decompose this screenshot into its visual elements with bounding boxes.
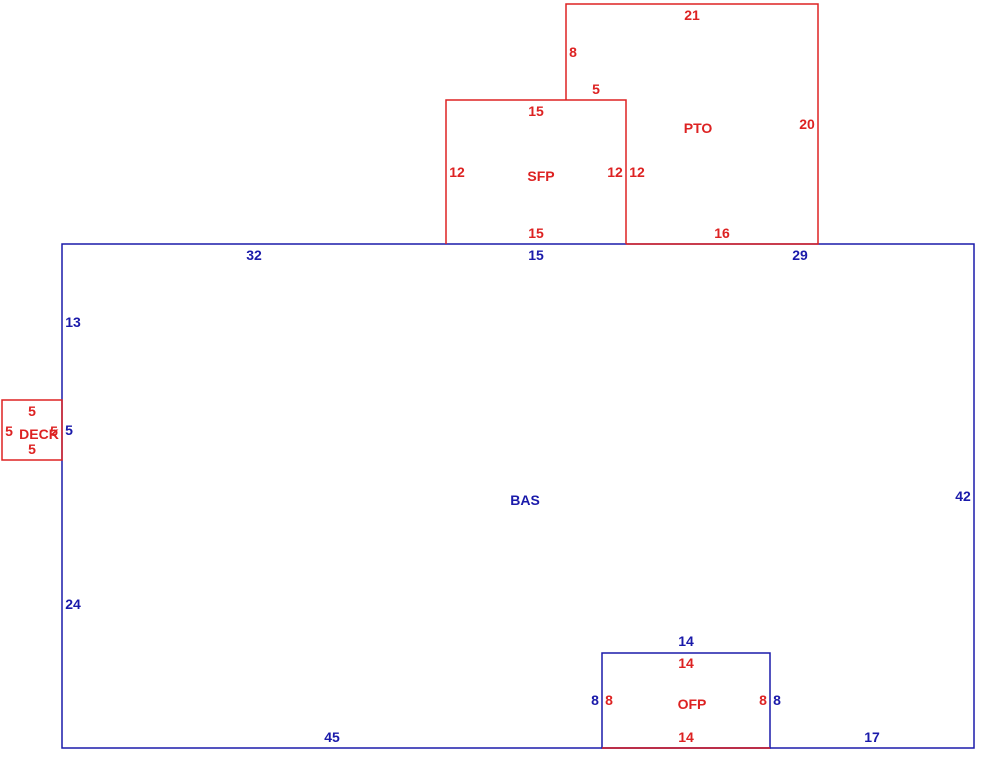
deck-left-dimension: 5: [5, 423, 13, 439]
ofp-label: OFP: [678, 696, 707, 712]
deck-bottom-dimension: 5: [28, 441, 36, 457]
deck-right-dimension: 5: [50, 423, 58, 439]
sfp-label: SFP: [527, 168, 554, 184]
sfp-right-dimension: 12: [607, 164, 623, 180]
ofp-left-dimension: 8: [605, 692, 613, 708]
pto-label: PTO: [684, 120, 713, 136]
bas-top-mid-dimension: 15: [528, 247, 544, 263]
sfp-top-dimension: 15: [528, 103, 544, 119]
deck-area: DECK 5 5 5 5: [1, 399, 63, 461]
pto-bottom-dimension: 16: [714, 225, 730, 241]
deck-top-dimension: 5: [28, 403, 36, 419]
deck-label: DECK: [19, 426, 59, 442]
pto-left-dimension: 8: [569, 44, 577, 60]
bas-left-upper-dimension: 13: [65, 314, 81, 330]
bas-ofp-left-dimension: 8: [591, 692, 599, 708]
pto-area: PTO 21 8 5 20 16 12: [565, 3, 819, 245]
pto-outline: [565, 3, 819, 245]
bas-bottom-left-dimension: 45: [324, 729, 340, 745]
bas-top-left-dimension: 32: [246, 247, 262, 263]
ofp-bottom-dimension: 14: [678, 729, 694, 745]
deck-outline: [1, 399, 63, 461]
bas-ofp-top-dimension: 14: [678, 633, 694, 649]
ofp-area: OFP 14 14 8 8: [602, 655, 770, 749]
pto-right-dimension: 20: [799, 116, 815, 132]
bas-outline: [61, 243, 975, 749]
pto-step-dimension: 5: [592, 81, 600, 97]
sfp-outline: [445, 99, 627, 244]
bas-left-mid-dimension: 5: [65, 422, 73, 438]
bas-right-dimension: 42: [955, 488, 971, 504]
bas-top-right-dimension: 29: [792, 247, 808, 263]
bas-left-lower-dimension: 24: [65, 596, 81, 612]
sfp-area: SFP 15 15 12 12: [445, 99, 627, 244]
sfp-left-dimension: 12: [449, 164, 465, 180]
bas-bottom-right-dimension: 17: [864, 729, 880, 745]
bas-label: BAS: [510, 492, 540, 508]
pto-left-lower-dimension: 12: [629, 164, 645, 180]
pto-top-dimension: 21: [684, 7, 700, 23]
ofp-top-dimension: 14: [678, 655, 694, 671]
bas-area: BAS 32 15 29 13 5 24 42 45 17 14 8 8: [61, 243, 975, 749]
bas-ofp-right-dimension: 8: [773, 692, 781, 708]
ofp-right-dimension: 8: [759, 692, 767, 708]
sfp-bottom-dimension: 15: [528, 225, 544, 241]
